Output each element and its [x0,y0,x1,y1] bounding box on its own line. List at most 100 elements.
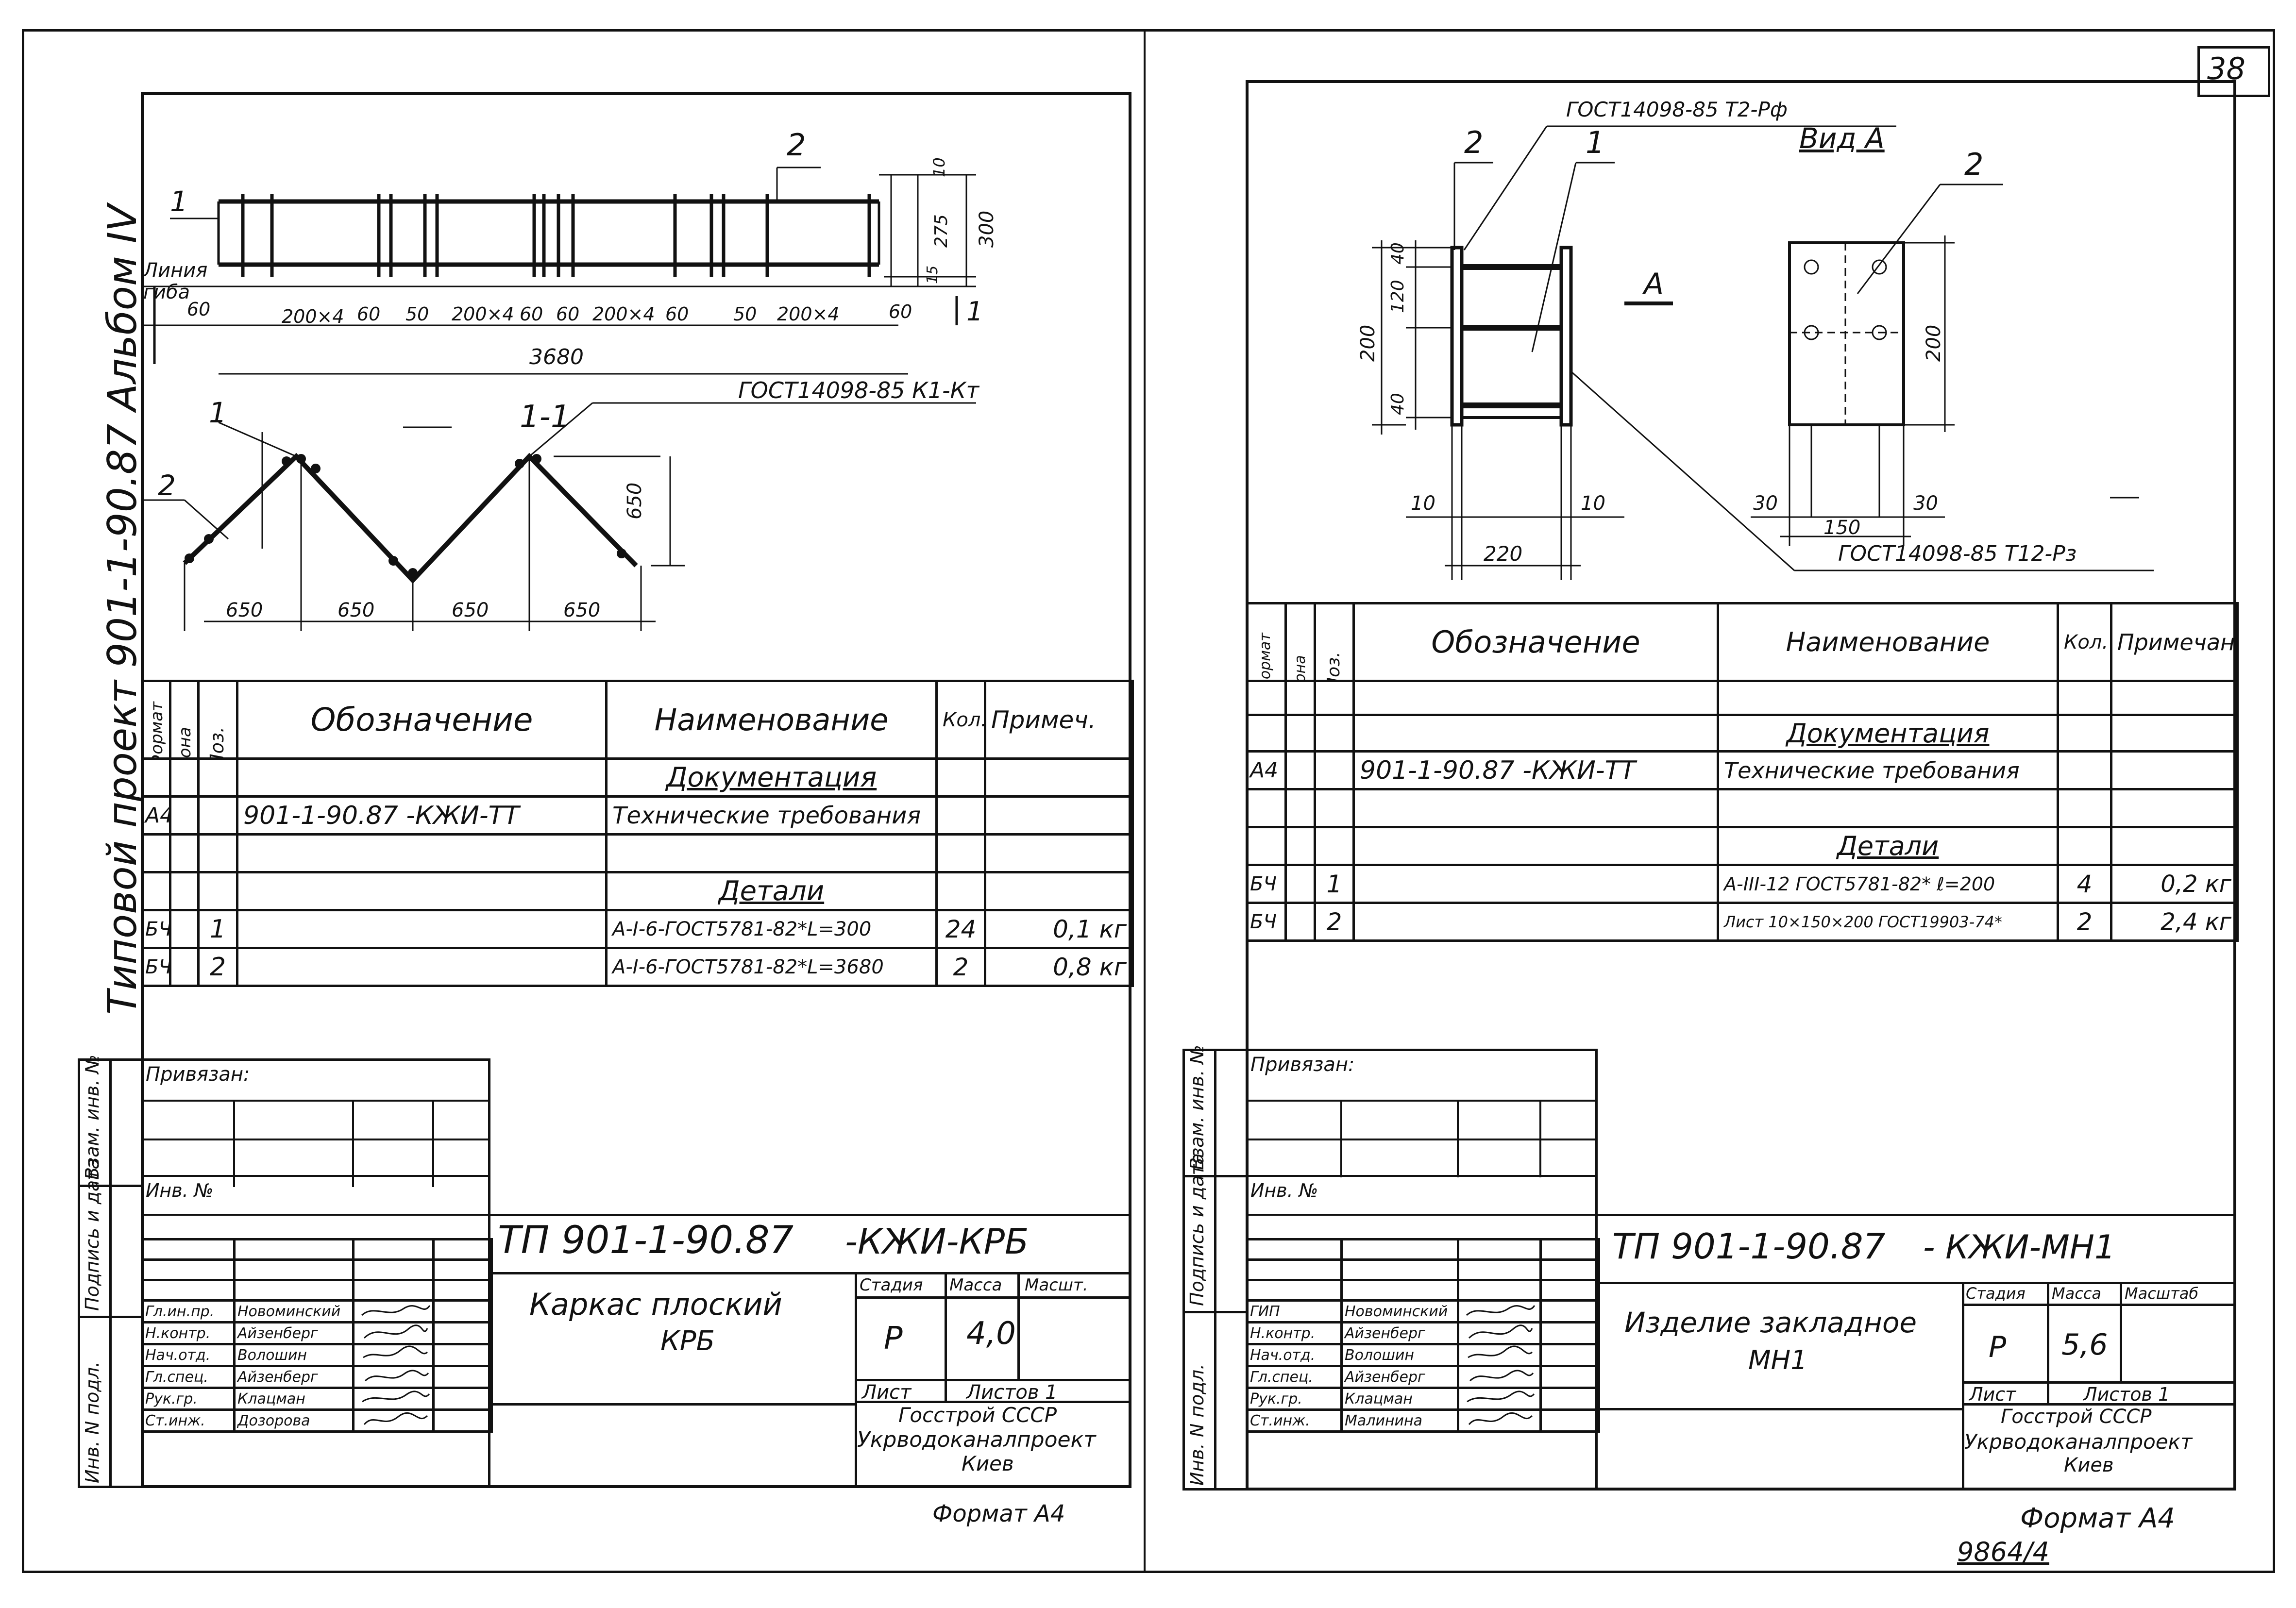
right-dim-200b: 200 [1923,325,1945,362]
left-dim-top-4: 300 [976,211,998,248]
left-spec-r4-name: А-I-6-ГОСТ5781-82*L=300 [605,909,938,949]
left-org2: Укрводоканалпроект [857,1427,1096,1452]
left-spec-r5-name: А-I-6-ГОСТ5781-82*L=3680 [605,947,938,987]
right-stamp-h3 [1246,1175,1598,1177]
right-code-suffix: - КЖИ-МН1 [1923,1228,2116,1267]
left-stamp-h2 [141,1139,490,1140]
left-spec-r1-name: Технические требования [605,795,938,836]
left-tb-v3 [1017,1272,1020,1381]
right-side-label-2: Подпись и дата [1186,1153,1208,1306]
right-spec-r2-format: А4 [1246,750,1287,790]
right-dim-150: 150 [1823,517,1860,539]
left-stage: Р [884,1321,903,1357]
right-format: Формат А4 [2020,1503,2175,1534]
left-inv-no: Инв. № [146,1180,214,1201]
right-spec-r6-note: 2,4 кг [2110,902,2239,942]
right-role-5-sign [1457,1387,1542,1411]
right-tb-v3 [2120,1282,2122,1381]
archive-number: 9864/4 [1957,1537,2049,1567]
right-col-mass: Масса [2052,1284,2102,1303]
right-tb-h1 [1595,1282,2236,1284]
left-spec-section-docs: Документация [605,757,938,798]
right-spec-h-designation: Обозначение [1352,602,1719,682]
right-pos2: 2 [1464,125,1483,160]
right-gost-top: ГОСТ14098-85 Т2-Рф [1566,98,1788,121]
right-spec-r5-format: БЧ [1246,864,1287,904]
left-stamp-h4 [141,1214,490,1216]
left-spec-h-pos: Поз. [206,726,228,759]
right-stamp-v2 [1457,1100,1459,1177]
right-col-stage: Стадия [1966,1284,2026,1303]
left-col-stage: Стадия [860,1275,923,1295]
right-stamp-v3 [1539,1100,1541,1177]
left-role-5-name: Клацман [233,1387,355,1411]
right-tb-v1 [1962,1282,1964,1491]
right-inv-no: Инв. № [1250,1180,1318,1201]
left-stamp-v2 [352,1100,354,1187]
right-spec-h-format: Формат [1257,633,1274,681]
left-spec-table: Формат Зона Поз. Обозначение Наименовани… [141,680,1134,987]
left-stamp-v1 [233,1100,235,1187]
left-spec-r4-note: 0,1 кг [984,909,1134,949]
right-tb-h4 [1962,1381,2236,1384]
left-dim-8: 200×4 [592,303,655,325]
right-role-2-sign [1457,1321,1542,1345]
left-dim-9: 60 [665,303,689,325]
left-role-2-name: Айзенберг [233,1321,355,1345]
right-role-5: Рук.гр. [1246,1387,1343,1411]
right-spec-h-qty: Кол. [2057,602,2112,682]
left-role-4: Гл.спец. [141,1365,236,1389]
right-spec-r5-name: А-III-12 ГОСТ5781-82* ℓ=200 [1717,864,2059,904]
left-dim-12: 60 [889,301,912,322]
right-sheets: Листов 1 [2083,1384,2170,1405]
right-spec-r2-designation: 901-1-90.87 -КЖИ-ТТ [1352,750,1719,790]
left-dim-11: 200×4 [777,303,840,325]
right-role-2-name: Айзенберг [1340,1321,1459,1345]
left-role-2: Н.контр. [141,1321,236,1345]
right-spec-r5-pos: 1 [1314,864,1355,904]
left-side-label-3: Инв. N подл. [82,1361,103,1483]
right-sheet: Лист [1969,1384,2016,1405]
left-role-3: Нач.отд. [141,1343,236,1367]
right-role-1-sign [1457,1299,1542,1323]
left-dim-top-1: 10 [930,157,948,177]
right-role-6-sign [1457,1408,1542,1433]
right-spec-h-pos: Поз. [1324,652,1344,681]
left-dim-top-3: 15 [924,266,941,284]
right-mass: 5,6 [2061,1328,2108,1362]
left-sdim-1: 650 [226,599,263,621]
right-role-3-name: Волошин [1340,1343,1459,1367]
left-role-1: Гл.ин.пр. [141,1299,236,1323]
right-view-label: Вид А [1799,122,1885,155]
sheet-divider [1144,29,1146,1573]
left-spec-section-parts: Детали [605,871,938,911]
right-title-1: Изделие закладное [1624,1306,1917,1339]
left-dim-1: 60 [187,299,210,320]
right-role-3-sign [1457,1343,1542,1367]
right-role-5-name: Клацман [1340,1387,1459,1411]
right-spec-section-docs: Документация [1717,714,2059,753]
left-section-pos2: 2 [158,469,176,502]
left-sdim-4: 650 [563,599,600,621]
left-spec-r5-format: БЧ [141,947,171,987]
right-spec-table: Формат Зона Поз. Обозначение Наименовани… [1246,602,2239,942]
right-col-scale: Масштаб [2125,1284,2199,1303]
left-dim-3: 60 [357,303,380,325]
left-spec-r5-note: 0,8 кг [984,947,1134,987]
left-total-length: 3680 [529,345,584,369]
left-col-scale: Масшт. [1025,1275,1088,1295]
left-side-label-2: Подпись и дата [82,1158,103,1311]
right-role-1-name: Новоминский [1340,1299,1459,1323]
left-section-h650: 650 [624,483,646,519]
left-sheets: Листов 1 [966,1381,1058,1404]
left-sdim-3: 650 [452,599,489,621]
left-spec-r5-pos: 2 [197,947,238,987]
right-dim-200a: 200 [1357,325,1379,362]
left-title-1: Каркас плоский [529,1287,782,1322]
right-spec-h-name: Наименование [1717,602,2059,682]
left-pos1: 1 [170,185,188,218]
right-role-3: Нач.отд. [1246,1343,1343,1367]
right-role-4-name: Айзенберг [1340,1365,1459,1389]
right-pos1: 1 [1586,125,1604,160]
